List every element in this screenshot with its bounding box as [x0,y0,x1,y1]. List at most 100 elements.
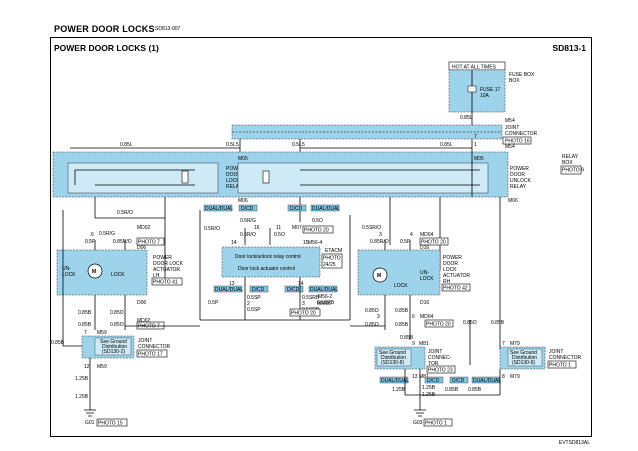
svg-text:M59: M59 [97,330,107,336]
svg-text:D/CD: D/CD [452,378,465,384]
svg-text:DOOR: DOOR [443,261,458,267]
svg-text:See Ground: See Ground [100,339,127,345]
svg-text:PHOTO 7: PHOTO 7 [138,240,160,246]
svg-text:0.5R/G: 0.5R/G [99,231,115,237]
svg-text:M59: M59 [97,364,107,370]
svg-text:0.85L: 0.85L [120,142,133,148]
svg-text:D/CD: D/CD [427,378,440,384]
svg-text:LOCK: LOCK [420,276,434,282]
diagram-frame [50,37,592,437]
unlock-relay-label: POWER [510,166,529,172]
svg-text:MM06: MM06 [317,301,331,307]
svg-text:MD02: MD02 [137,225,151,231]
svg-text:PHOTO 20: PHOTO 20 [421,240,446,246]
svg-text:0.5L: 0.5L [292,142,302,148]
svg-text:RH: RH [443,279,451,285]
svg-text:(SD130-8): (SD130-8) [381,360,404,366]
svg-text:0.85R/O: 0.85R/O [370,239,389,245]
footer-code: EVTSD813AL [558,440,590,446]
svg-text:DUAL/DUAL: DUAL/DUAL [381,378,409,384]
svg-text:DUAL/DUAL: DUAL/DUAL [310,287,338,293]
svg-text:1: 1 [474,142,477,148]
svg-text:4: 4 [410,232,413,238]
lh-actuator-motor-icon [87,263,103,279]
svg-text:LOCK: LOCK [111,272,125,278]
svg-text:6: 6 [412,314,415,320]
unlock-relay-box [237,162,489,194]
svg-text:Door lock actuator control: Door lock actuator control [238,266,295,272]
svg-text:(SD130-9): (SD130-9) [512,360,535,366]
fuse-17-icon [467,85,477,93]
etacm-box [221,246,321,278]
svg-text:0.85B: 0.85B [51,340,65,346]
svg-text:ACTUATOR: ACTUATOR [153,267,180,273]
svg-text:1.25B: 1.25B [422,385,436,391]
svg-text:PHOTO 1: PHOTO 1 [425,421,447,427]
svg-text:0.85B: 0.85B [395,308,409,314]
svg-text:LOCK: LOCK [443,267,457,273]
svg-text:0.85O: 0.85O [110,310,124,316]
svg-text:0.85B: 0.85B [395,322,409,328]
svg-text:3: 3 [377,314,380,320]
svg-text:0.85O: 0.85O [365,308,379,314]
lock-relay-coil-icon [181,170,189,184]
svg-text:Distribution: Distribution [102,344,127,350]
svg-text:JOINT: JOINT [138,338,152,344]
svg-text:UNLOCK: UNLOCK [510,178,532,184]
svg-text:PHOTO 17: PHOTO 17 [138,352,163,358]
m54-top: M54 [505,118,515,124]
svg-text:PHOTO 15: PHOTO 15 [98,421,123,427]
page-code: SD813-007 [155,26,181,32]
svg-text:0.5O: 0.5O [312,218,323,224]
svg-text:D06: D06 [137,245,146,251]
svg-text:POWER: POWER [153,255,172,261]
svg-text:12: 12 [84,364,90,370]
svg-text:0.5P: 0.5P [208,300,219,306]
svg-text:DUAL/DUAL: DUAL/DUAL [312,206,340,212]
svg-text:D16: D16 [420,300,429,306]
svg-text:ETACM: ETACM [325,248,342,254]
svg-text:0.85L: 0.85L [440,142,453,148]
diagram-title: POWER DOOR LOCKS (1) [54,43,159,53]
svg-text:D/CD: D/CD [241,206,254,212]
svg-text:5: 5 [236,142,239,148]
svg-text:0.85O: 0.85O [110,322,124,328]
svg-text:16: 16 [254,225,260,231]
svg-text:UN-: UN- [62,266,71,272]
svg-text:0.5P: 0.5P [400,239,411,245]
svg-text:CONNECTOR: CONNECTOR [138,344,171,350]
svg-text:0.5O: 0.5O [274,232,285,238]
svg-text:1.25B: 1.25B [392,387,406,393]
svg-text:3: 3 [379,232,382,238]
fuse-box-label-2: BOX [509,78,520,84]
svg-text:DOOR LOCK: DOOR LOCK [153,261,184,267]
svg-text:6: 6 [91,232,94,238]
svg-text:M81: M81 [419,374,429,380]
svg-text:0.85B: 0.85B [445,387,459,393]
svg-text:M79: M79 [510,341,520,347]
svg-text:M81: M81 [419,341,429,347]
m06-right: M06 [508,198,518,204]
joint-connector-label: JOINT [505,125,519,131]
svg-text:0.5R/O: 0.5R/O [240,232,256,238]
svg-text:5: 5 [302,142,305,148]
svg-text:PHOTO 23: PHOTO 23 [428,368,453,374]
joint-connector-label-2: CONNECTOR [505,131,538,137]
svg-text:1.25B: 1.25B [422,392,436,398]
svg-text:0.5R/O: 0.5R/O [117,210,133,216]
svg-text:13: 13 [412,374,418,380]
svg-text:0.85B: 0.85B [491,320,505,326]
svg-text:(SD130-2): (SD130-2) [102,349,125,355]
svg-text:See Ground: See Ground [510,350,537,356]
svg-text:Door lock/unlock relay control: Door lock/unlock relay control [235,254,301,260]
svg-text:1.25B: 1.25B [75,376,89,382]
lock-relay-box [67,162,219,194]
svg-text:0.85R/O: 0.85R/O [113,239,132,245]
svg-text:D/CD: D/CD [290,206,303,212]
svg-text:ACTUATOR: ACTUATOR [443,273,470,279]
m54-bottom: M54 [505,144,515,150]
svg-text:JOINT: JOINT [549,349,563,355]
joint-connector-photo: PHOTO 16 [505,139,530,145]
rh-actuator-motor-icon [372,267,388,283]
svg-text:0.85O: 0.85O [463,320,477,326]
